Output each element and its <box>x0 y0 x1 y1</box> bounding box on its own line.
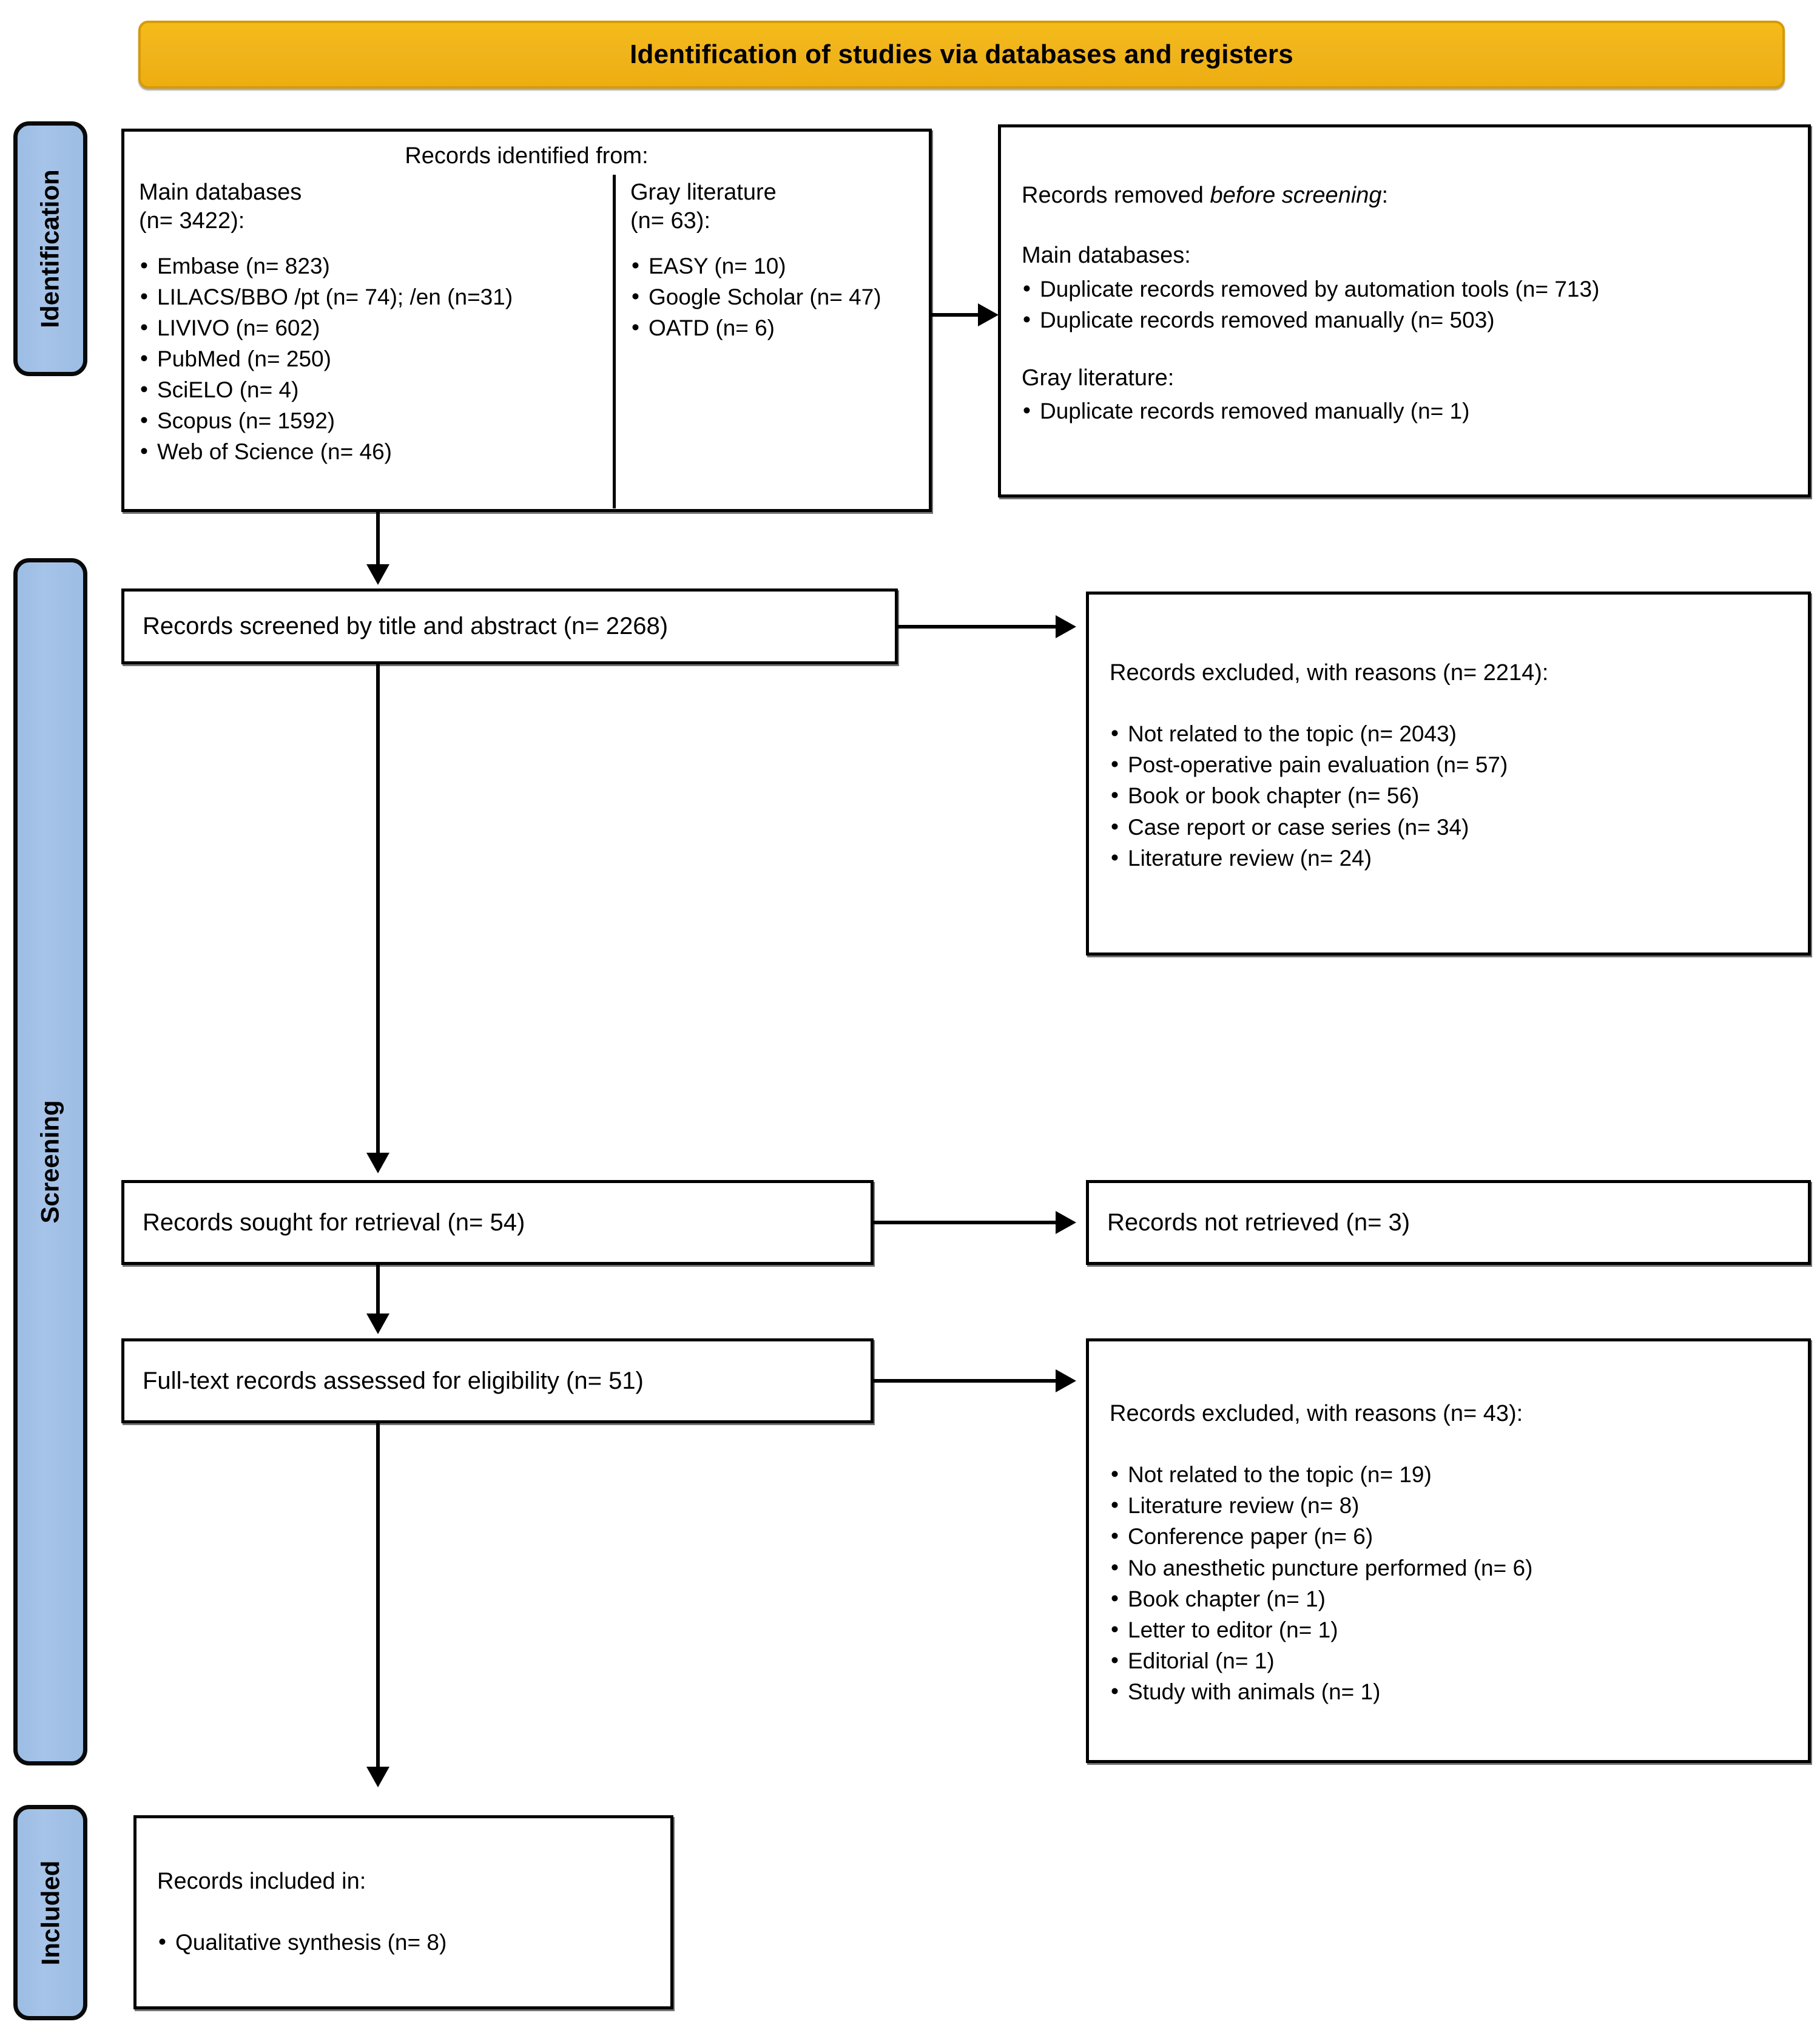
records-not-retrieved-label: Records not retrieved (n= 3) <box>1107 1209 1410 1236</box>
list-item: OATD (n= 6) <box>630 312 914 343</box>
list-item: No anesthetic puncture performed (n= 6) <box>1110 1552 1787 1583</box>
list-item: Book or book chapter (n= 56) <box>1110 780 1787 811</box>
main-databases-list: Embase (n= 823) LILACS/BBO /pt (n= 74); … <box>139 250 602 467</box>
list-item: PubMed (n= 250) <box>139 343 602 374</box>
connector-screened-to-excluded <box>898 625 1062 629</box>
list-item: EASY (n= 10) <box>630 250 914 282</box>
list-item: Literature review (n= 8) <box>1110 1489 1787 1521</box>
records-identified-gray-literature-column: Gray literature (n= 63): EASY (n= 10) Go… <box>616 175 925 508</box>
list-item: Not related to the topic (n= 19) <box>1110 1458 1787 1490</box>
records-removed-gray-list: Duplicate records removed manually (n= 1… <box>1022 395 1787 427</box>
box-records-identified: Records identified from: Main databases … <box>121 129 932 512</box>
records-identified-title: Records identified from: <box>405 143 649 169</box>
records-removed-title-italic: before screening <box>1210 183 1382 208</box>
list-item: Google Scholar (n= 47) <box>630 281 914 312</box>
connector-screened-to-sought <box>376 664 380 1156</box>
arrowhead-identified-to-removed <box>978 303 999 326</box>
list-item: Book chapter (n= 1) <box>1110 1583 1787 1614</box>
connector-sought-to-fulltext <box>376 1265 380 1317</box>
box-fulltext-assessed: Full-text records assessed for eligibili… <box>121 1338 874 1423</box>
box-records-sought: Records sought for retrieval (n= 54) <box>121 1180 874 1265</box>
records-removed-title-plain: Records removed <box>1022 183 1210 208</box>
records-screened-label: Records screened by title and abstract (… <box>143 613 669 639</box>
list-item: Editorial (n= 1) <box>1110 1645 1787 1676</box>
gray-literature-list: EASY (n= 10) Google Scholar (n= 47) OATD… <box>630 250 914 343</box>
records-identified-main-databases-column: Main databases (n= 3422): Embase (n= 823… <box>124 175 616 509</box>
records-excluded-eligibility-list: Not related to the topic (n= 19) Literat… <box>1110 1458 1787 1707</box>
arrowhead-fulltext-to-included <box>366 1767 389 1787</box>
connector-fulltext-to-included <box>376 1423 380 1769</box>
records-removed-title: Records removed before screening: <box>1022 181 1787 211</box>
main-databases-heading: Main databases (n= 3422): <box>139 180 302 234</box>
box-records-included: Records included in: Qualitative synthes… <box>133 1815 673 2009</box>
records-removed-main-list: Duplicate records removed by automation … <box>1022 273 1787 336</box>
arrowhead-identified-to-screened <box>366 564 389 585</box>
list-item: Study with animals (n= 1) <box>1110 1676 1787 1707</box>
arrowhead-screened-to-sought <box>366 1153 389 1173</box>
records-sought-label: Records sought for retrieval (n= 54) <box>143 1209 525 1236</box>
list-item: Conference paper (n= 6) <box>1110 1520 1787 1552</box>
stage-label-screening: Screening <box>36 1100 65 1224</box>
diagram-header-banner: Identification of studies via databases … <box>138 21 1785 89</box>
list-item: Post-operative pain evaluation (n= 57) <box>1110 749 1787 780</box>
box-records-excluded-screening: Records excluded, with reasons (n= 2214)… <box>1086 592 1811 956</box>
records-removed-title-tail: : <box>1381 183 1389 208</box>
records-included-list: Qualitative synthesis (n= 8) <box>157 1926 650 1958</box>
gray-literature-heading: Gray literature (n= 63): <box>630 180 777 234</box>
list-item: Scopus (n= 1592) <box>139 405 602 436</box>
list-item: Not related to the topic (n= 2043) <box>1110 718 1787 749</box>
list-item: Embase (n= 823) <box>139 250 602 282</box>
list-item: Qualitative synthesis (n= 8) <box>157 1926 650 1958</box>
banner-title: Identification of studies via databases … <box>630 39 1293 69</box>
stage-label-included: Included <box>36 1860 64 1965</box>
connector-identified-to-removed <box>932 313 985 317</box>
list-item: LIVIVO (n= 602) <box>139 312 602 343</box>
stage-label-identification: Identification <box>36 169 64 328</box>
box-records-screened: Records screened by title and abstract (… <box>121 588 898 664</box>
box-records-not-retrieved: Records not retrieved (n= 3) <box>1086 1180 1811 1265</box>
arrowhead-sought-to-fulltext <box>366 1313 389 1334</box>
box-records-removed-before-screening: Records removed before screening: Main d… <box>998 124 1811 497</box>
list-item: LILACS/BBO /pt (n= 74); /en (n=31) <box>139 281 602 312</box>
records-excluded-eligibility-title: Records excluded, with reasons (n= 43): <box>1110 1401 1523 1426</box>
records-removed-main-heading: Main databases: <box>1022 243 1191 269</box>
stage-bar-screening: Screening <box>13 558 87 1765</box>
records-excluded-screening-title: Records excluded, with reasons (n= 2214)… <box>1110 660 1549 686</box>
list-item: Duplicate records removed by automation … <box>1022 273 1787 305</box>
list-item: Duplicate records removed manually (n= 5… <box>1022 304 1787 336</box>
stage-bar-identification: Identification <box>13 121 87 376</box>
connector-sought-to-not-retrieved <box>874 1221 1062 1224</box>
records-removed-gray-heading: Gray literature: <box>1022 365 1175 391</box>
arrowhead-sought-to-not-retrieved <box>1056 1211 1076 1234</box>
records-excluded-screening-list: Not related to the topic (n= 2043) Post-… <box>1110 718 1787 873</box>
box-records-excluded-eligibility: Records excluded, with reasons (n= 43): … <box>1086 1338 1811 1763</box>
list-item: Letter to editor (n= 1) <box>1110 1614 1787 1645</box>
list-item: Case report or case series (n= 34) <box>1110 811 1787 843</box>
records-included-title: Records included in: <box>157 1869 366 1894</box>
list-item: Duplicate records removed manually (n= 1… <box>1022 395 1787 427</box>
connector-fulltext-to-excluded <box>874 1379 1062 1383</box>
arrowhead-screened-to-excluded <box>1056 615 1076 638</box>
stage-bar-included: Included <box>13 1805 87 2020</box>
connector-identified-to-screened <box>376 512 380 567</box>
arrowhead-fulltext-to-excluded <box>1056 1369 1076 1392</box>
list-item: Literature review (n= 24) <box>1110 842 1787 874</box>
list-item: Web of Science (n= 46) <box>139 436 602 467</box>
fulltext-assessed-label: Full-text records assessed for eligibili… <box>143 1367 644 1394</box>
list-item: SciELO (n= 4) <box>139 374 602 405</box>
